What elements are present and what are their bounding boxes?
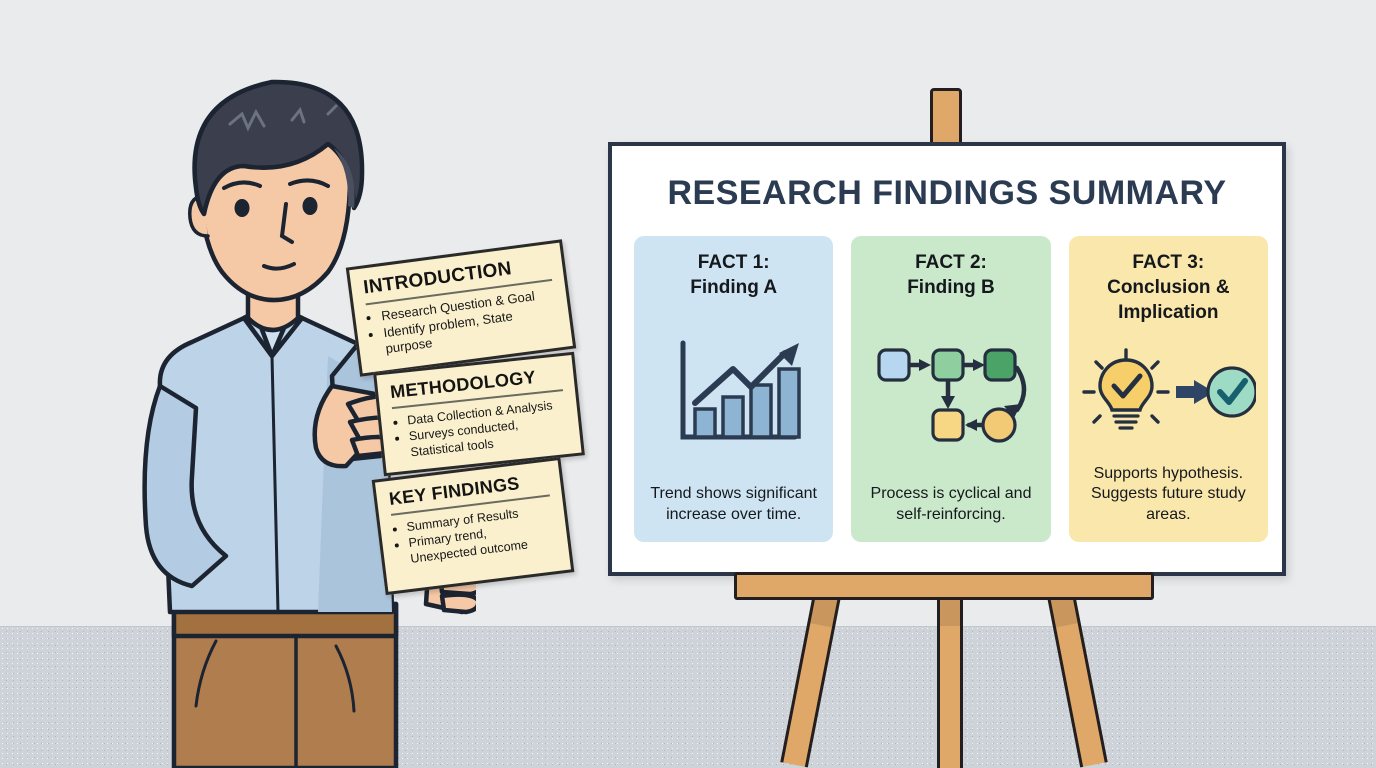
process-flow-cycle-icon <box>851 300 1050 484</box>
fact-card-2-title-line1: FACT 2: <box>915 252 987 273</box>
lightbulb-check-icon <box>1069 325 1268 463</box>
fact-card-2-title: FACT 2: Finding B <box>901 250 1001 300</box>
easel-leg-center <box>937 590 963 768</box>
fact-card-list: FACT 1: Finding A <box>634 236 1268 542</box>
paper-key-findings[interactable]: KEY FINDINGS Summary of Results Primary … <box>371 456 575 596</box>
fact-card-1-title-line1: FACT 1: <box>697 252 770 273</box>
paper-introduction-bullets: Research Question & Goal Identify proble… <box>366 286 559 360</box>
presentation-board: RESEARCH FINDINGS SUMMARY FACT 1: Findin… <box>608 142 1286 576</box>
fact-card-1-description: Trend shows significant increase over ti… <box>650 485 817 524</box>
fact-card-2[interactable]: FACT 2: Finding B <box>851 236 1051 542</box>
fact-card-3-title-line1: FACT 3: <box>1132 252 1205 273</box>
fact-card-2-description: Process is cyclical and self-reinforcing… <box>870 485 1032 524</box>
fact-card-3-title: FACT 3: Conclusion & Implication <box>1069 250 1268 325</box>
presenter-figure <box>142 79 476 768</box>
wall-floor-divider <box>0 626 1376 627</box>
easel-tray <box>734 572 1154 600</box>
fact-card-1-title: FACT 1: Finding A <box>684 250 783 300</box>
bar-chart-growth-icon <box>634 300 833 484</box>
fact-card-2-title-line2: Finding B <box>907 277 995 299</box>
fact-card-1[interactable]: FACT 1: Finding A <box>634 236 834 542</box>
fact-card-3-description: Supports hypothesis. Suggests future stu… <box>1090 464 1246 524</box>
board-title: RESEARCH FINDINGS SUMMARY <box>667 174 1227 212</box>
fact-card-1-title-line2: Finding A <box>690 277 778 299</box>
fact-card-3[interactable]: FACT 3: Conclusion & Implication <box>1068 236 1268 542</box>
fact-card-3-title-line2: Conclusion & Implication <box>1107 277 1230 324</box>
